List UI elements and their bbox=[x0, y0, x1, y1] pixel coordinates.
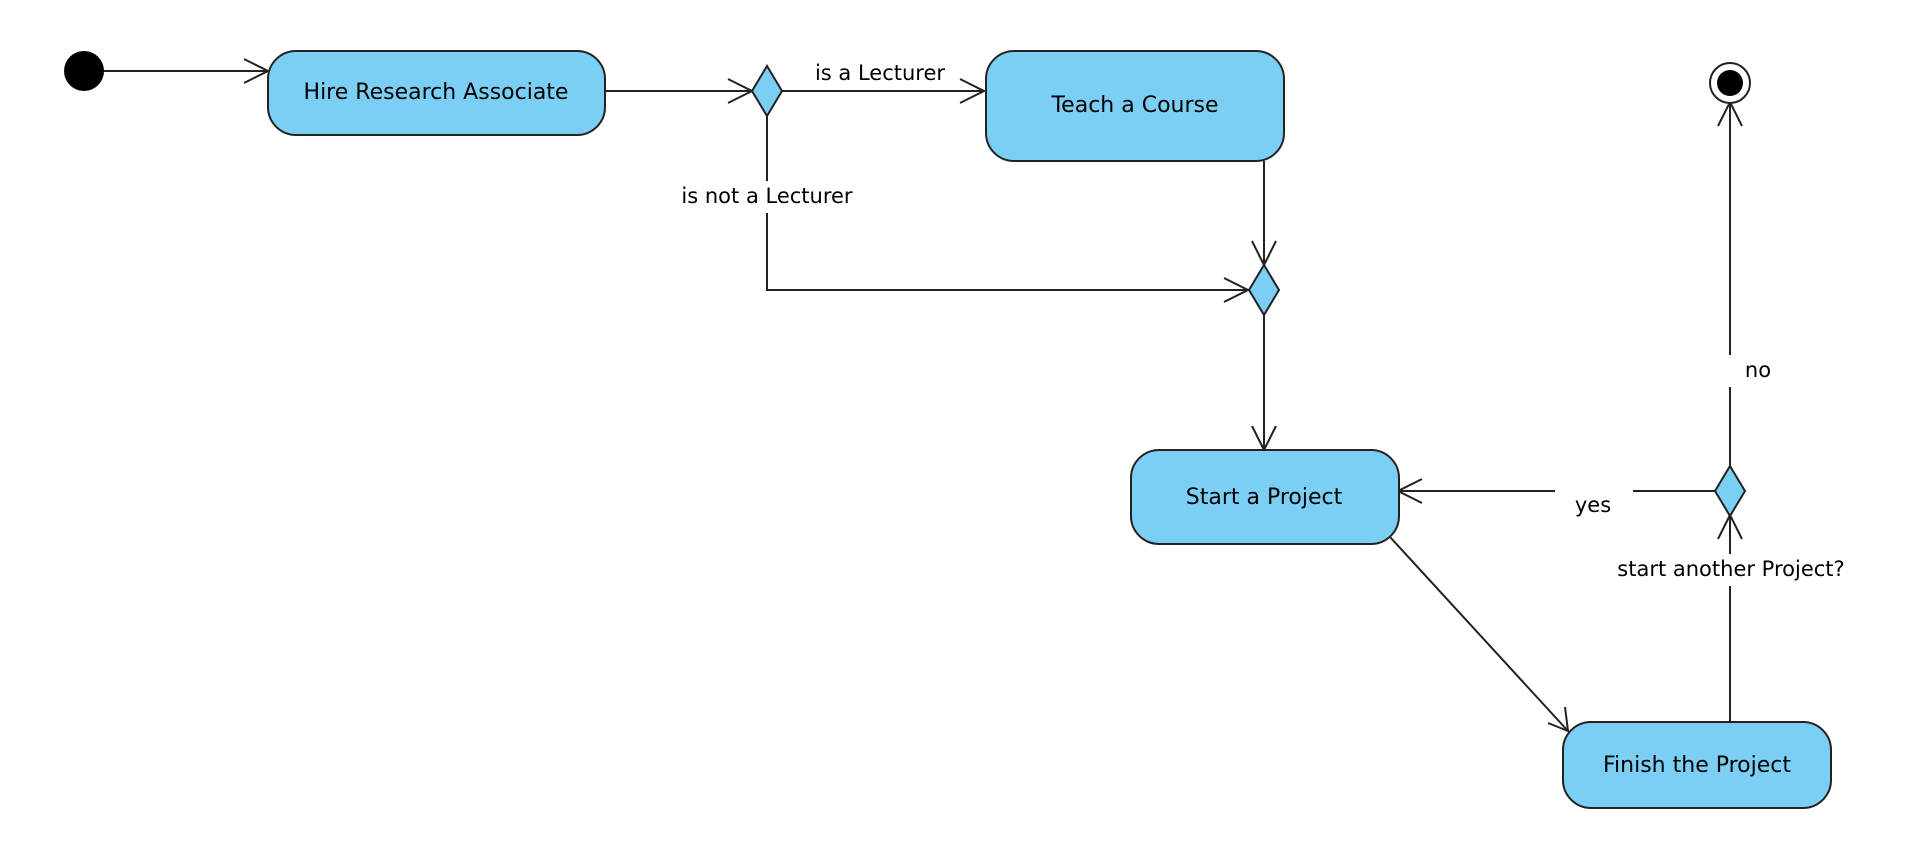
guard-start-another-project: start another Project? bbox=[1617, 557, 1844, 581]
guard-is-a-lecturer: is a Lecturer bbox=[815, 61, 945, 85]
edge-decision-to-merge bbox=[766, 106, 1248, 291]
activity-label: Hire Research Associate bbox=[304, 80, 569, 105]
guard-start-another-project-background bbox=[1610, 554, 1852, 586]
guard-no: no bbox=[1745, 358, 1771, 382]
activity-label: Finish the Project bbox=[1603, 753, 1791, 778]
decision-another-project bbox=[1713, 464, 1747, 518]
activity-hire-research-associate: Hire Research Associate bbox=[267, 50, 606, 136]
activity-label: Start a Project bbox=[1186, 485, 1343, 510]
guard-is-not-a-lecturer: is not a Lecturer bbox=[681, 184, 852, 208]
arrowhead-to-teach bbox=[959, 78, 987, 104]
activity-start-a-project: Start a Project bbox=[1130, 449, 1400, 545]
merge-node bbox=[1247, 263, 1281, 317]
final-node-dot bbox=[1717, 70, 1743, 96]
guard-yes: yes bbox=[1575, 493, 1611, 517]
decision-lecturer bbox=[750, 64, 784, 118]
activity-finish-the-project: Finish the Project bbox=[1562, 721, 1832, 809]
arrowhead-to-hire bbox=[243, 58, 271, 84]
activity-label: Teach a Course bbox=[1050, 93, 1218, 118]
guard-yes-background bbox=[1555, 490, 1633, 520]
edge-start-to-finish bbox=[1389, 536, 1569, 732]
activity-teach-a-course: Teach a Course bbox=[985, 50, 1285, 162]
initial-node bbox=[64, 51, 104, 91]
guard-is-not-a-lecturer-background bbox=[674, 181, 860, 213]
guard-no-background bbox=[1720, 355, 1770, 387]
arrowhead-to-finish bbox=[1547, 706, 1570, 733]
